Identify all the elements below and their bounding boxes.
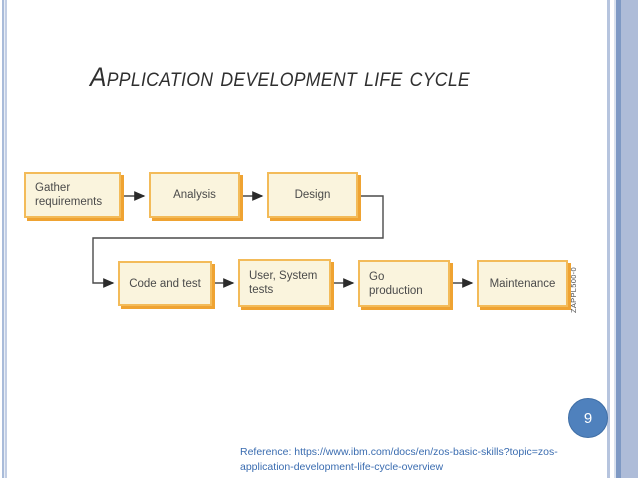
right-border-stripe: [614, 0, 616, 478]
reference-line-2: application-development-life-cycle-overv…: [240, 460, 444, 473]
page-number-badge: 9: [568, 398, 608, 438]
flow-node-go-production: Go production: [358, 260, 450, 307]
reference-text: Reference: https://www.ibm.com/docs/en/z…: [240, 445, 580, 474]
right-border-stripe: [607, 0, 610, 478]
figure-id-label: ZAPPL500-0: [569, 267, 578, 313]
flow-node-code-and-test: Code and test: [118, 261, 212, 306]
flow-node-maintenance: Maintenance: [477, 260, 568, 307]
right-border-stripe: [621, 0, 638, 478]
flow-node-gather-requirements: Gather requirements: [24, 172, 121, 218]
right-border-stripe: [616, 0, 621, 478]
page-number: 9: [583, 409, 593, 427]
slide-title: Application development life cycle: [90, 62, 470, 92]
flow-node-user-system-tests: User, System tests: [238, 259, 331, 307]
left-border-stripe: [4, 0, 5, 478]
left-border-stripe: [5, 0, 7, 478]
flow-node-design: Design: [267, 172, 358, 218]
reference-line-1: Reference: https://www.ibm.com/docs/en/z…: [240, 446, 558, 458]
flow-node-analysis: Analysis: [149, 172, 240, 218]
left-border-stripe: [2, 0, 4, 478]
